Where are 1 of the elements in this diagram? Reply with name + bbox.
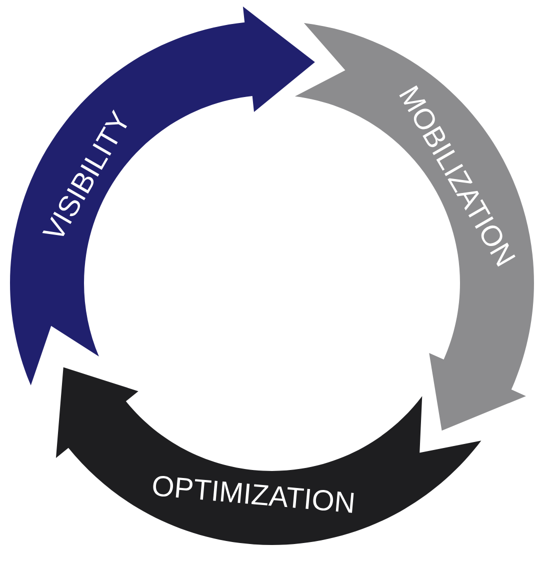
- arrow-band: OPTIMIZATION: [56, 367, 482, 545]
